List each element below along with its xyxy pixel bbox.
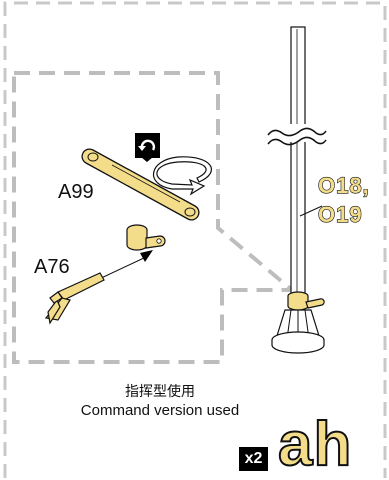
caption-chinese: 指挥型使用 [125,384,195,400]
rotate-icon [135,133,160,162]
mast-collar-part [287,291,325,311]
a99-arm-part [81,148,200,221]
o19-label: O19 [318,202,363,227]
a76-bracket-part [44,272,105,325]
clamp-part [126,224,166,251]
quantity-badge: x2 [239,447,268,471]
mast-base-part [271,309,325,354]
insertion-arrow-head [140,250,153,262]
callout-box [12,71,298,364]
o18-label: O18, [318,173,370,198]
mast-part [267,26,327,303]
rotation-arrow-icon [153,156,212,196]
step-frame [3,1,387,478]
a99-label: A99 [58,181,94,203]
caption-english: Command version used [80,402,240,419]
mast-leader-line [299,205,323,217]
a76-label: A76 [34,256,70,278]
step-id: ah [277,410,353,479]
